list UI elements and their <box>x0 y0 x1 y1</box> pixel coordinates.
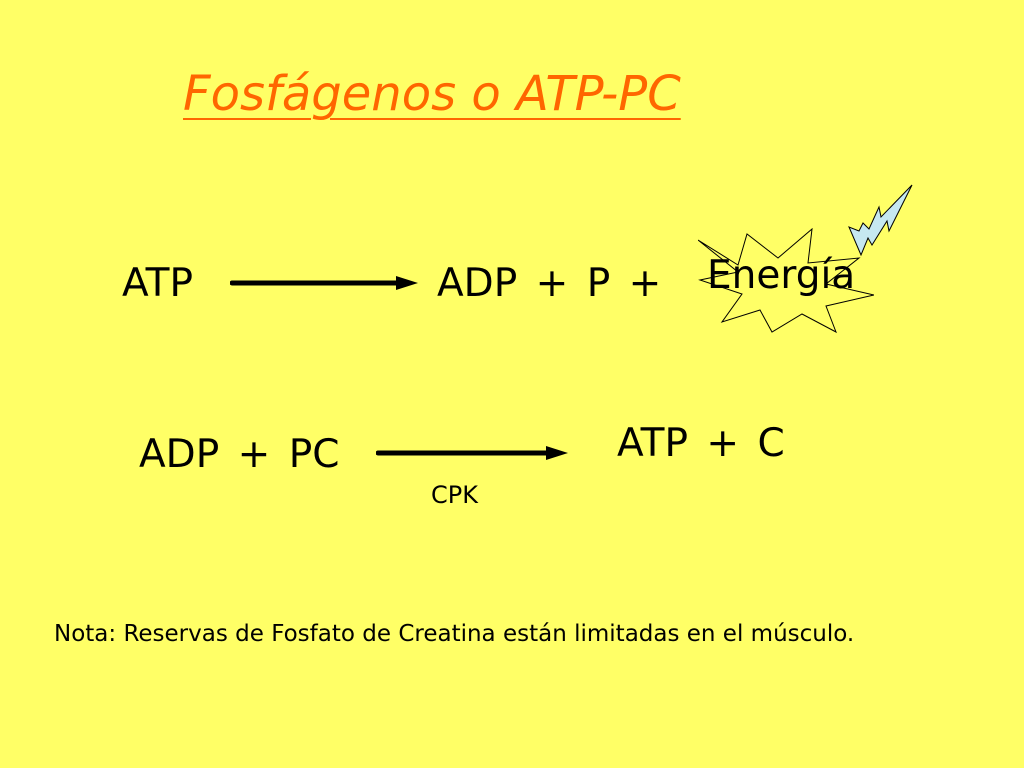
reaction2-reactants: ADP + PC <box>139 432 340 477</box>
reaction1-reactant: ATP <box>122 261 193 306</box>
reaction2-products: ATP + C <box>617 421 785 466</box>
explosion-burst-icon <box>698 228 874 334</box>
reaction1-arrow-icon <box>230 276 418 290</box>
enzyme-label: CPK <box>431 481 478 509</box>
note-text: Nota: Reservas de Fosfato de Creatina es… <box>54 621 855 647</box>
lightning-bolt-icon <box>848 184 913 257</box>
slide-title: Fosfágenos o ATP-PC <box>183 66 681 122</box>
energy-label: Energía <box>707 253 856 298</box>
reaction1-products: ADP + P + <box>437 261 662 306</box>
reaction2-arrow-icon <box>376 446 568 460</box>
